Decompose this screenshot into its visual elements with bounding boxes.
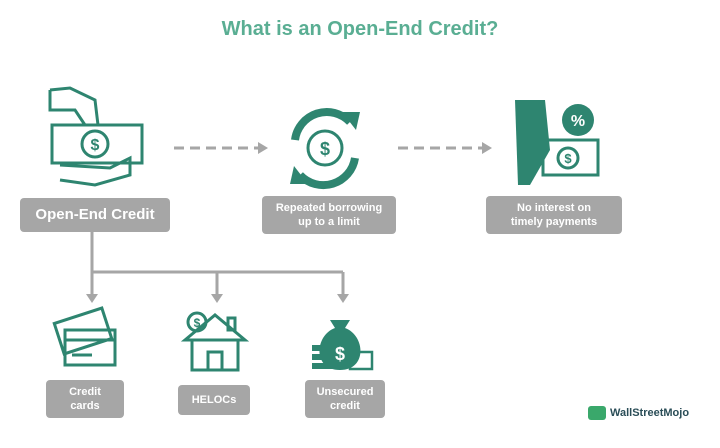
- node-open-end-credit: Open-End Credit: [20, 198, 170, 232]
- svg-text:$: $: [335, 344, 345, 364]
- svg-text:%: %: [571, 113, 585, 130]
- logo-icon: [588, 406, 606, 420]
- house-dollar-icon: $: [180, 311, 250, 372]
- tree-connector: [90, 232, 343, 274]
- node-unsecured-credit: Unsecured credit: [305, 380, 385, 418]
- wallstreetmojo-logo: WallStreetMojo: [588, 406, 689, 420]
- svg-text:$: $: [194, 316, 201, 330]
- svg-text:$: $: [564, 151, 572, 166]
- logo-text: WallStreetMojo: [610, 407, 690, 419]
- credit-card-icon: [52, 306, 117, 367]
- svg-text:$: $: [91, 137, 100, 154]
- node-credit-cards: Credit cards: [46, 380, 124, 418]
- cycle-dollar-icon: $: [290, 108, 360, 190]
- page-title: What is an Open-End Credit?: [221, 18, 499, 40]
- money-hand-icon: $: [48, 86, 144, 187]
- node-repeated-borrowing: Repeated borrowing up to a limit: [262, 196, 396, 234]
- node-no-interest: No interest on timely payments: [486, 196, 622, 234]
- node-helocs: HELOCs: [178, 385, 250, 415]
- svg-text:$: $: [320, 139, 330, 159]
- percent-hand-icon: $ %: [515, 100, 600, 185]
- money-bag-icon: $: [312, 320, 374, 371]
